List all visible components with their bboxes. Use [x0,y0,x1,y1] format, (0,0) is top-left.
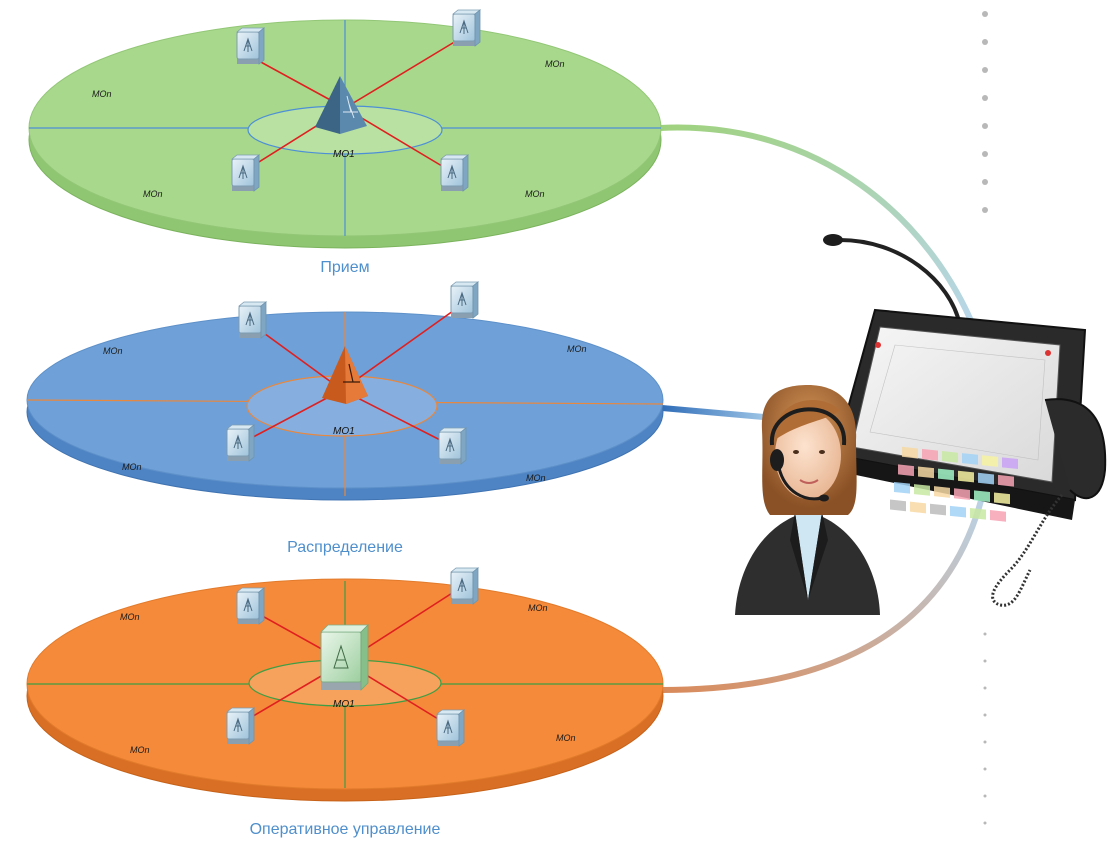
node-label: MOn [545,59,565,69]
dotted-guide-top [982,11,988,213]
terminal-box-icon [231,154,260,192]
dispatch-console-icon [823,234,1107,607]
terminal-box-icon [238,301,267,339]
operator-headset-icon [735,385,880,615]
node-label: MOn [92,89,112,99]
pyramid-orange-icon [322,346,368,404]
layer-reception: MOn MOn MOn MOn MO1 [28,9,662,249]
node-label: MOn [103,346,123,356]
link-operational-to-console [657,482,988,693]
terminal-box-icon [438,427,467,465]
terminal-box-icon [226,424,255,462]
node-label: MOn [122,462,142,472]
dotted-guide-bottom [983,632,987,825]
link-reception-to-console [657,124,978,333]
node-label: MOn [528,603,548,613]
terminal-box-icon [450,567,479,605]
center-label: MO1 [333,149,355,160]
node-label: MOn [525,189,545,199]
server-cube-green-icon [320,624,369,691]
layer-label-operational: Оперативное управление [250,821,441,838]
node-label: MOn [130,745,150,755]
node-label: MOn [556,733,576,743]
center-label: MO1 [333,699,355,710]
center-label: MO1 [333,426,355,437]
layer-operational: MOn MOn MOn MOn MO1 [26,567,664,802]
terminal-box-icon [236,587,265,625]
link-distribution-to-console [659,405,778,421]
terminal-box-icon [236,27,265,65]
layer-label-reception: Прием [320,259,369,276]
terminal-box-icon [226,707,255,745]
node-label: MOn [120,612,140,622]
terminal-box-icon [450,281,479,319]
layer-label-distribution: Распределение [287,539,403,556]
terminal-box-icon [436,709,465,747]
node-label: MOn [143,189,163,199]
node-label: MOn [567,344,587,354]
pyramid-dark-blue-icon [315,76,367,134]
layer-distribution: MOn MOn MOn MOn MO1 [26,281,664,501]
node-label: MOn [526,473,546,483]
terminal-box-icon [440,154,469,192]
terminal-box-icon [452,9,481,47]
